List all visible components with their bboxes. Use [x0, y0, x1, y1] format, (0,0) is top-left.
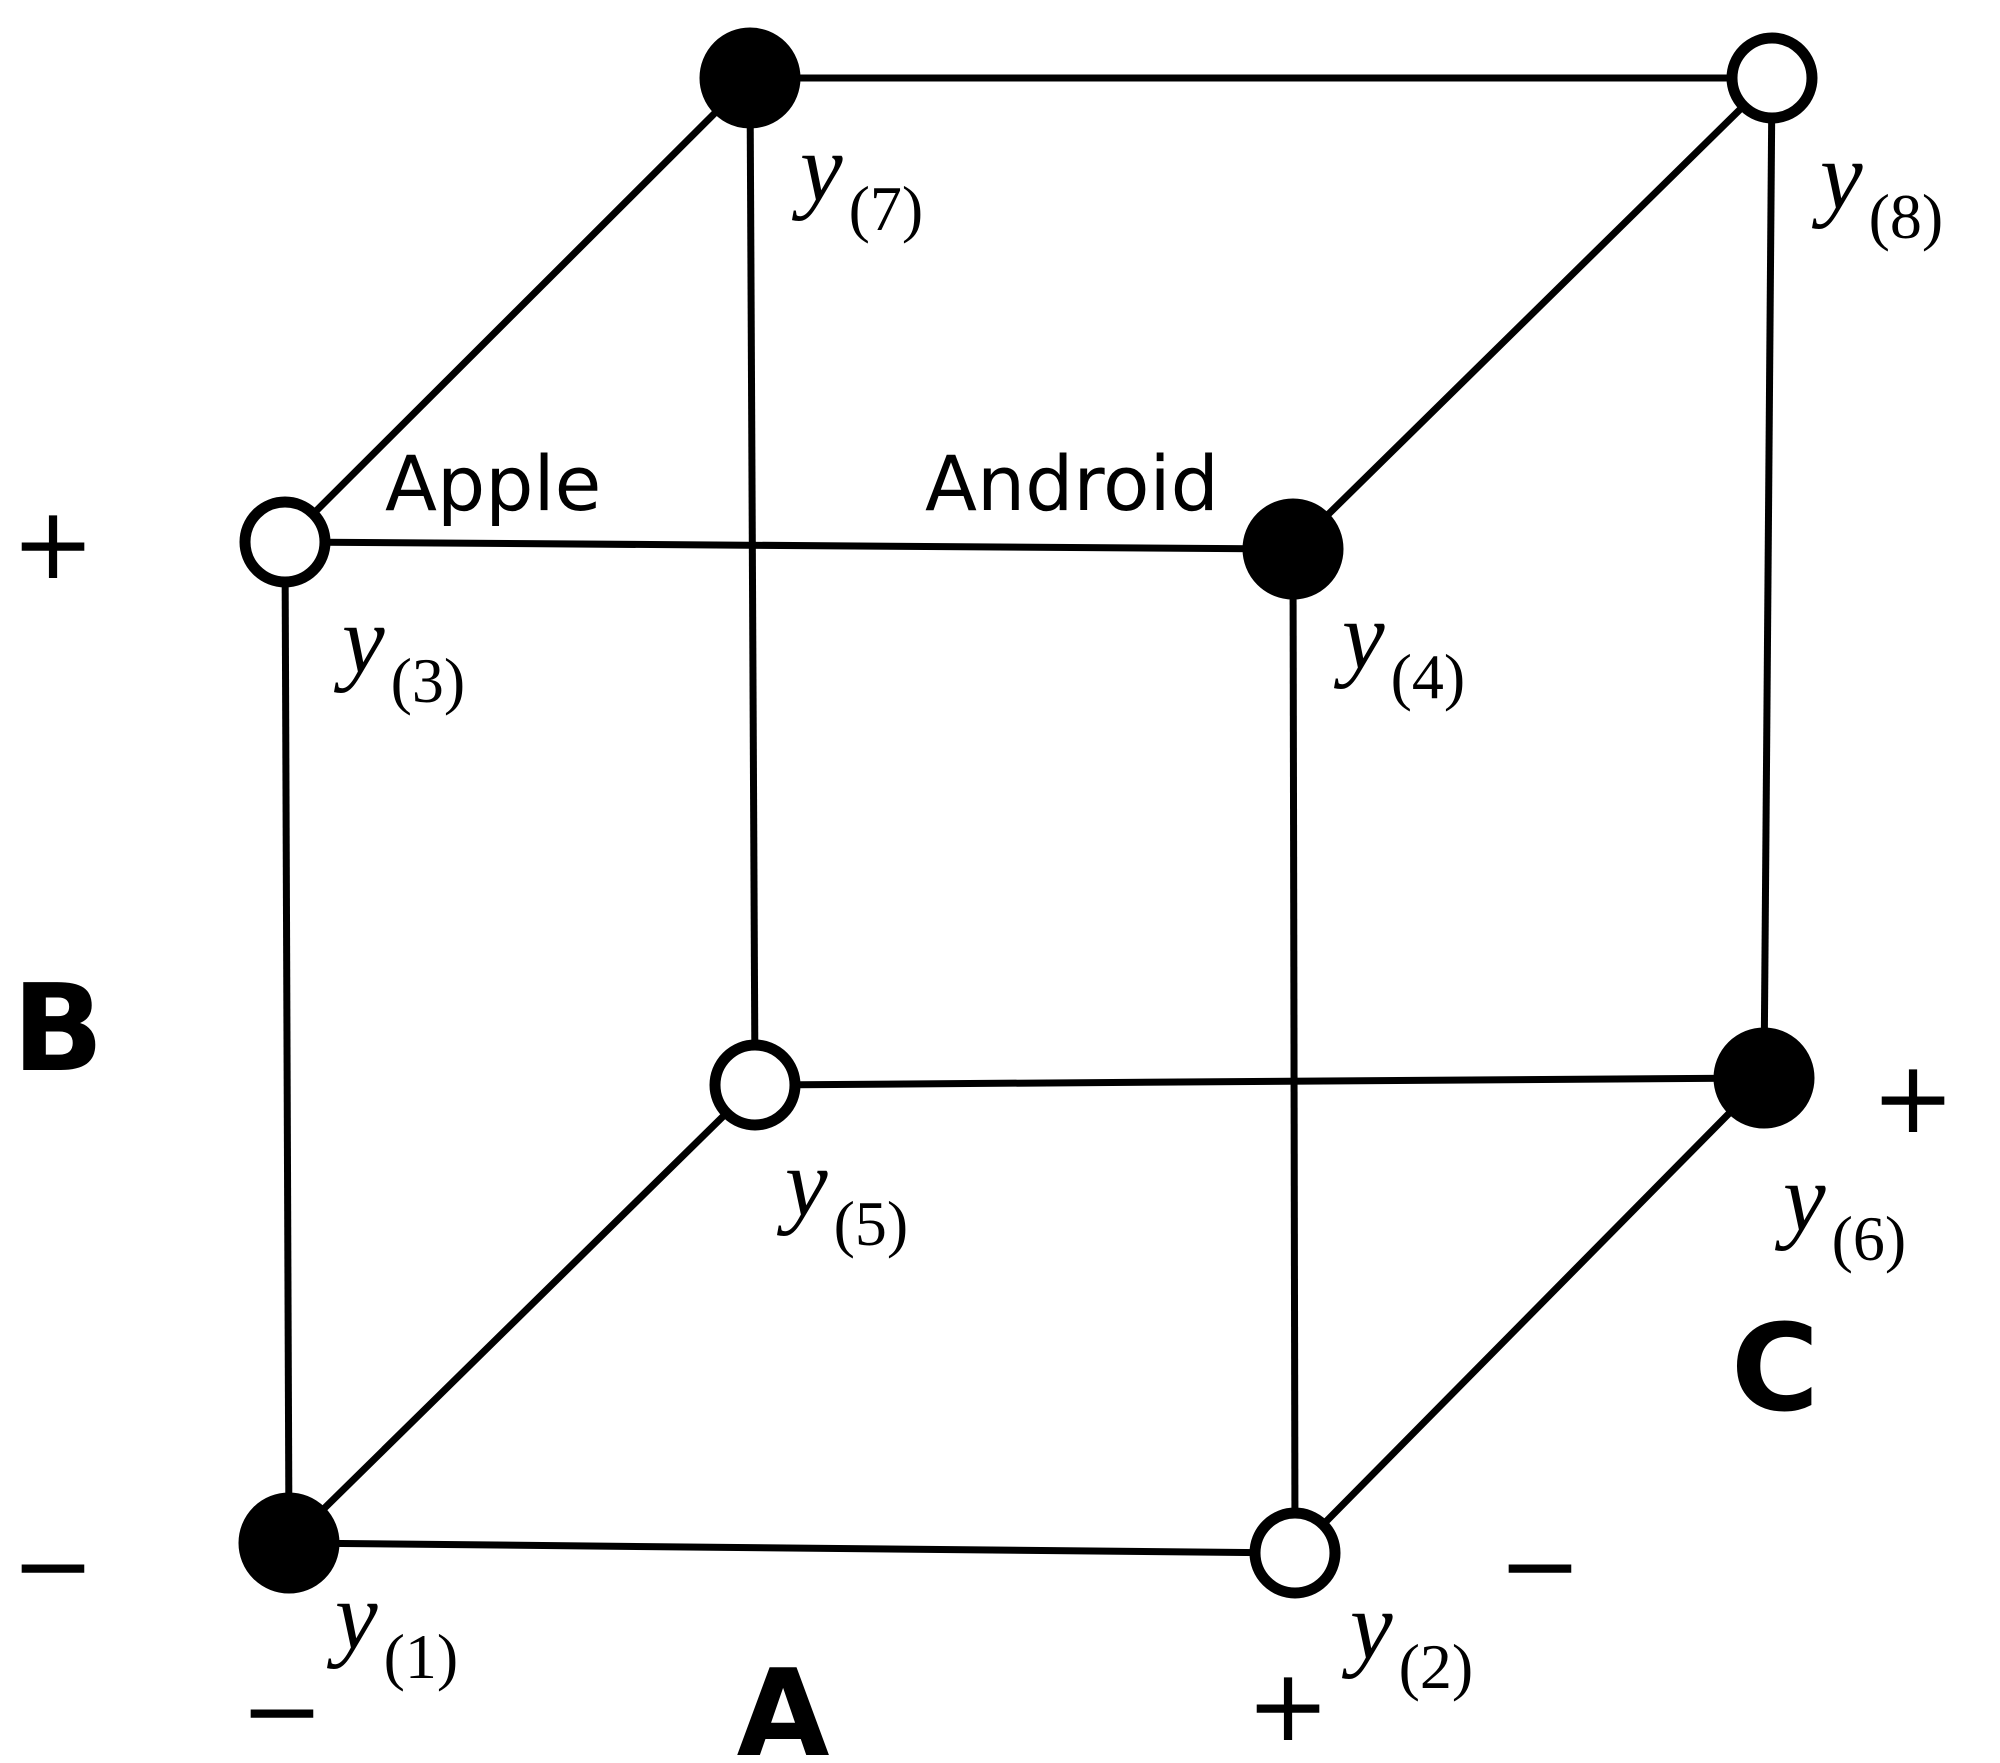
node-label-sub-2: (2) [1399, 1631, 1474, 1702]
node-label-y-4: y [1333, 582, 1385, 689]
node-label-sub-7: (7) [849, 173, 924, 244]
node-label-8: y(8) [1811, 122, 1943, 252]
edge-5-7 [746, 77, 759, 1086]
node-label-sub-6: (6) [1832, 1203, 1907, 1274]
cube-nodes [238, 27, 1818, 1599]
node-8-open [1726, 32, 1818, 124]
factor-b-plus-sign: + [11, 485, 95, 602]
node-label-y-5: y [776, 1129, 828, 1236]
factor-a-minus-sign: − [240, 1652, 324, 1763]
node-7-filled [699, 27, 801, 129]
node-label-6: y(6) [1774, 1144, 1906, 1274]
edge-1-2 [288, 1539, 1296, 1557]
node-label-1: y(1) [326, 1562, 458, 1692]
node-label-5: y(5) [776, 1129, 908, 1259]
node-2-open [1249, 1507, 1341, 1599]
cube-edges [281, 74, 1776, 1557]
factor-c-plus-sign: + [1871, 1039, 1955, 1156]
node-label-sub-8: (8) [1869, 181, 1944, 252]
node-label-7: y(7) [791, 114, 923, 244]
android-label: Android [925, 439, 1219, 528]
node-label-y-8: y [1811, 122, 1863, 229]
node-5-open [709, 1039, 801, 1131]
node-6-filled [1713, 1027, 1815, 1129]
node-labels: y(1)y(2)y(3)y(4)y(5)y(6)y(7)y(8) [326, 114, 1943, 1702]
apple-label: Apple [385, 439, 601, 528]
node-label-y-1: y [326, 1562, 378, 1669]
node-label-y-3: y [333, 586, 385, 693]
node-label-3: y(3) [333, 586, 465, 716]
edge-1-3 [281, 541, 293, 1544]
node-3-open [239, 496, 331, 588]
edge-6-8 [1760, 77, 1776, 1079]
node-label-sub-1: (1) [384, 1621, 459, 1692]
node-label-y-2: y [1341, 1572, 1393, 1679]
edge-1-5 [286, 1082, 758, 1546]
node-label-2: y(2) [1341, 1572, 1473, 1702]
edge-3-7 [282, 75, 753, 545]
node-label-sub-4: (4) [1391, 641, 1466, 712]
edge-5-6 [754, 1074, 1765, 1089]
factor-b-label: B [12, 960, 103, 1099]
node-1-filled [238, 1492, 340, 1594]
node-label-4: y(4) [1333, 582, 1465, 712]
factor-a-label: A [737, 1645, 830, 1763]
factor-b-minus-sign: − [11, 1507, 95, 1624]
edge-2-6 [1292, 1075, 1767, 1556]
node-label-sub-5: (5) [834, 1188, 909, 1259]
node-label-y-6: y [1774, 1144, 1826, 1251]
node-label-sub-3: (3) [391, 645, 466, 716]
factor-c-label: C [1731, 1300, 1819, 1439]
edge-3-4 [284, 538, 1294, 553]
factor-a-plus-sign: + [1246, 1647, 1330, 1763]
node-4-filled [1242, 498, 1344, 600]
edge-4-8 [1290, 75, 1775, 552]
node-label-y-7: y [791, 114, 843, 221]
edge-2-4 [1289, 548, 1299, 1554]
factor-c-minus-sign: − [1498, 1507, 1582, 1624]
